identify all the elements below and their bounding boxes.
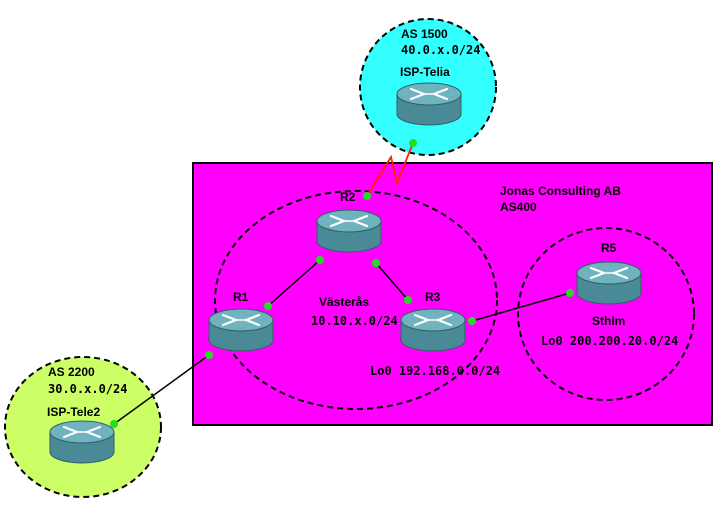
r3-r5-link — [471, 292, 571, 322]
tele2-name-label: ISP-Tele2 — [47, 405, 100, 419]
sthlm-network-label: Lo0 200.200.20.0/24 — [541, 334, 678, 348]
sthlm-name-label: Sthlm — [592, 314, 625, 328]
router-icon-r5[interactable] — [575, 260, 643, 306]
router-icon-r2[interactable] — [315, 208, 383, 254]
router-icon-isp-telia[interactable] — [395, 81, 463, 127]
router-label-r2: R2 — [340, 190, 356, 204]
telia-as-label: AS 1500 — [401, 27, 448, 41]
telia-network-label: 40.0.x.0/24 — [401, 43, 480, 57]
router-icon-isp-tele2[interactable] — [48, 419, 116, 465]
router-label-r3: R3 — [425, 290, 441, 304]
r1-tele2-link — [113, 354, 210, 425]
vasteras-name-label: Västerås — [319, 295, 369, 309]
vasteras-network-label: 10.10.x.0/24 — [311, 314, 398, 328]
r2-telia-serial-link — [366, 142, 414, 197]
tele2-as-label: AS 2200 — [48, 365, 95, 379]
link-endpoints — [110, 139, 574, 428]
telia-name-label: ISP-Telia — [400, 65, 450, 79]
vasteras-cloud — [214, 190, 498, 410]
r2-r3-link — [375, 262, 409, 301]
as-box-name-label: Jonas Consulting AB — [500, 184, 621, 198]
router-icon-r1[interactable] — [207, 307, 275, 353]
sthlm-cloud — [517, 227, 695, 401]
router-label-r5: R5 — [601, 241, 617, 255]
router-icon-r3[interactable] — [399, 307, 467, 353]
tele2-network-label: 30.0.x.0/24 — [48, 382, 127, 396]
router-label-r1: R1 — [233, 290, 249, 304]
r2-r1-link — [267, 259, 321, 307]
r3-loopback-label: Lo0 192.168.0.0/24 — [370, 364, 500, 378]
as-box-as-label: AS400 — [500, 200, 537, 214]
